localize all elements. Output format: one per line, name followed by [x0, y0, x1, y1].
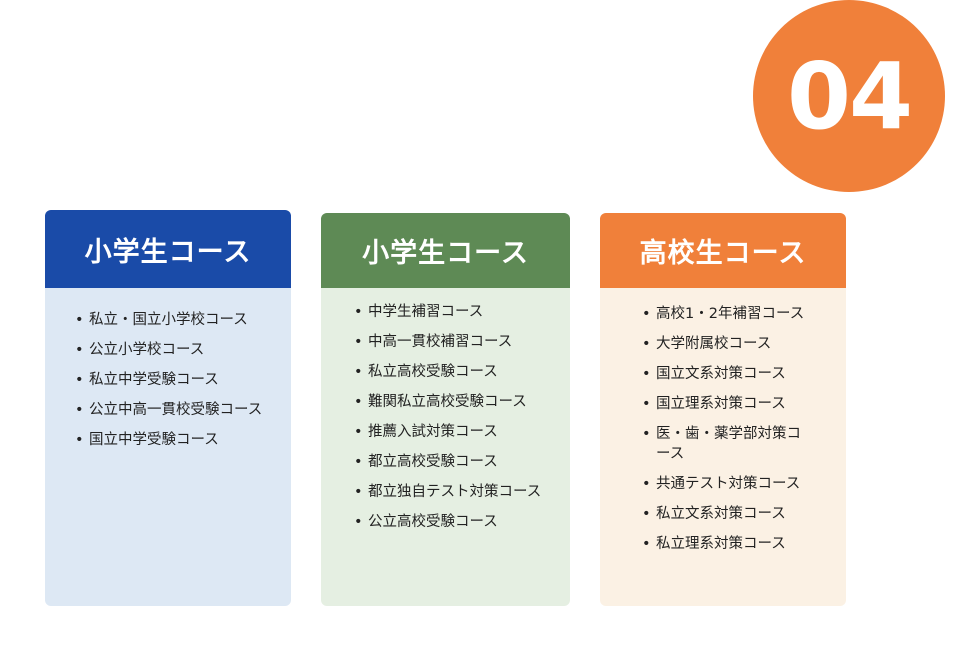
course-card-high-school: 高校生コース • 高校1・2年補習コース • 大学附属校コース • 国立文系対策コース…: [600, 213, 846, 606]
course-list-item: • 都立独自テスト対策コース: [354, 482, 570, 502]
course-list-item: • 推薦入試対策コース: [354, 422, 570, 442]
course-name: 共通テスト対策コース: [656, 476, 801, 492]
bullet-icon: •: [75, 342, 84, 358]
course-list-item: • 私立理系対策コース: [642, 534, 806, 554]
course-card-junior-high: 小学生コース • 中学生補習コース • 中高一貫校補習コース • 私立高校受験コース …: [321, 213, 570, 606]
bullet-icon: •: [354, 424, 363, 440]
course-list: • 私立・国立小学校コース • 公立小学校コース • 私立中学受験コース • 公立中高一…: [45, 310, 291, 450]
course-name: 都立独自テスト対策コース: [368, 484, 542, 500]
course-name: 国立中学受験コース: [89, 432, 219, 448]
course-list-item: • 中高一貫校補習コース: [354, 332, 570, 352]
bullet-icon: •: [642, 506, 651, 522]
course-list-item: • 国立中学受験コース: [75, 430, 291, 450]
course-list-item: • 公立小学校コース: [75, 340, 291, 360]
course-name: 私立・国立小学校コース: [89, 312, 248, 328]
course-list-item: • 私立高校受験コース: [354, 362, 570, 382]
course-list: • 高校1・2年補習コース • 大学附属校コース • 国立文系対策コース • 国立理系対…: [600, 304, 846, 554]
course-name: 医・歯・薬学部対策コース: [656, 426, 801, 462]
course-name: 難関私立高校受験コース: [368, 394, 527, 410]
bullet-icon: •: [75, 402, 84, 418]
bullet-icon: •: [354, 394, 363, 410]
course-name: 公立高校受験コース: [368, 514, 498, 530]
course-name: 国立文系対策コース: [656, 366, 786, 382]
course-list-item: • 私立・国立小学校コース: [75, 310, 291, 330]
course-list-item: • 公立高校受験コース: [354, 512, 570, 532]
bullet-icon: •: [354, 304, 363, 320]
bullet-icon: •: [354, 514, 363, 530]
bullet-icon: •: [354, 484, 363, 500]
card-body: • 中学生補習コース • 中高一貫校補習コース • 私立高校受験コース • 難関私立高校…: [321, 288, 570, 532]
bullet-icon: •: [75, 432, 84, 448]
course-name: 高校1・2年補習コース: [656, 306, 805, 322]
course-list-item: • 医・歯・薬学部対策コース: [642, 424, 806, 464]
course-list-item: • 私立文系対策コース: [642, 504, 806, 524]
course-name: 私立理系対策コース: [656, 536, 786, 552]
bullet-icon: •: [354, 334, 363, 350]
bullet-icon: •: [642, 536, 651, 552]
course-name: 公立中高一貫校受験コース: [89, 402, 263, 418]
step-number-badge: 04: [753, 0, 945, 192]
course-name: 国立理系対策コース: [656, 396, 786, 412]
course-name: 私立高校受験コース: [368, 364, 498, 380]
course-list-item: • 国立文系対策コース: [642, 364, 806, 384]
course-list-item: • 高校1・2年補習コース: [642, 304, 806, 324]
course-list-item: • 私立中学受験コース: [75, 370, 291, 390]
card-body: • 私立・国立小学校コース • 公立小学校コース • 私立中学受験コース • 公立中高一…: [45, 288, 291, 450]
course-list: • 中学生補習コース • 中高一貫校補習コース • 私立高校受験コース • 難関私立高校…: [321, 302, 570, 532]
card-title: 小学生コース: [84, 236, 252, 268]
course-name: 私立文系対策コース: [656, 506, 786, 522]
bullet-icon: •: [642, 396, 651, 412]
bullet-icon: •: [75, 312, 84, 328]
course-list-item: • 公立中高一貫校受験コース: [75, 400, 291, 420]
course-list-item: • 都立高校受験コース: [354, 452, 570, 472]
bullet-icon: •: [354, 364, 363, 380]
bullet-icon: •: [642, 426, 651, 442]
course-card-elementary: 小学生コース • 私立・国立小学校コース • 公立小学校コース • 私立中学受験コース…: [45, 210, 291, 606]
bullet-icon: •: [642, 366, 651, 382]
course-name: 中高一貫校補習コース: [368, 334, 513, 350]
course-name: 大学附属校コース: [656, 336, 772, 352]
course-list-item: • 大学附属校コース: [642, 334, 806, 354]
course-list-item: • 中学生補習コース: [354, 302, 570, 322]
course-list-item: • 共通テスト対策コース: [642, 474, 806, 494]
bullet-icon: •: [642, 306, 651, 322]
course-name: 中学生補習コース: [368, 304, 484, 320]
course-name: 私立中学受験コース: [89, 372, 219, 388]
bullet-icon: •: [75, 372, 84, 388]
card-header: 高校生コース: [600, 213, 846, 288]
card-header: 小学生コース: [321, 213, 570, 288]
course-list-item: • 国立理系対策コース: [642, 394, 806, 414]
card-body: • 高校1・2年補習コース • 大学附属校コース • 国立文系対策コース • 国立理系対…: [600, 288, 846, 554]
bullet-icon: •: [354, 454, 363, 470]
course-list-item: • 難関私立高校受験コース: [354, 392, 570, 412]
card-title: 高校生コース: [639, 238, 807, 269]
course-name: 公立小学校コース: [89, 342, 205, 358]
bullet-icon: •: [642, 336, 651, 352]
course-name: 都立高校受験コース: [368, 454, 498, 470]
bullet-icon: •: [642, 476, 651, 492]
card-header: 小学生コース: [45, 210, 291, 288]
card-title: 小学生コース: [362, 238, 529, 269]
course-name: 推薦入試対策コース: [368, 424, 498, 440]
